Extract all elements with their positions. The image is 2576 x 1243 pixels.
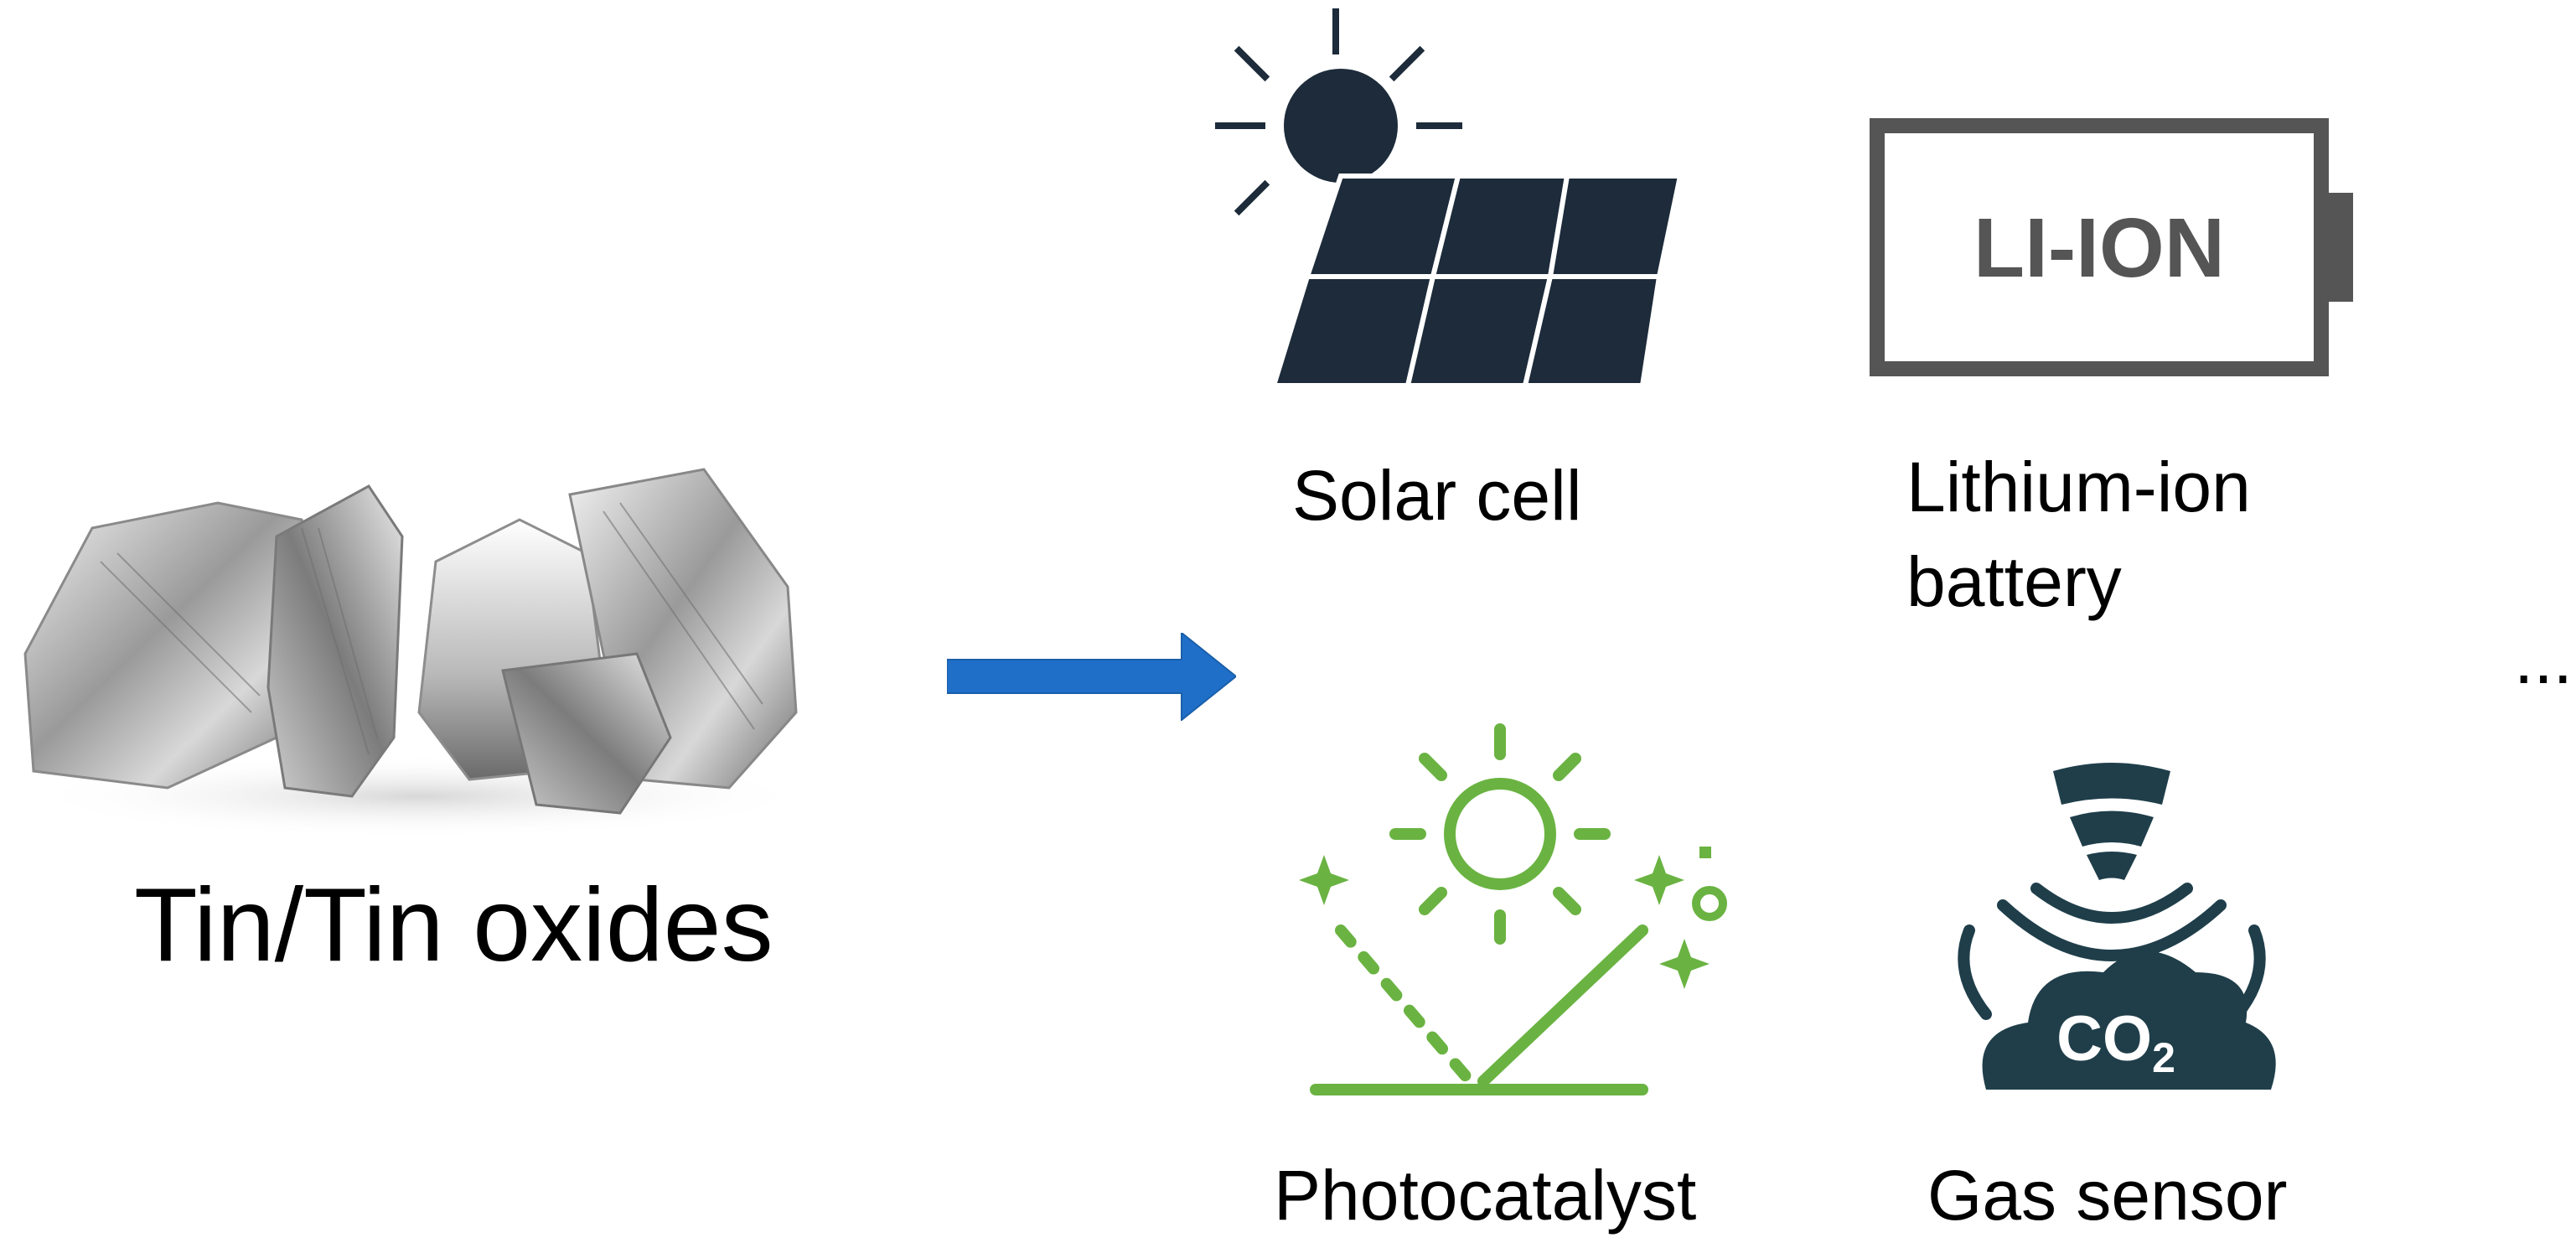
source-label: Tin/Tin oxides [134,868,773,983]
gas-sensor-icon: CO2 [1958,763,2276,1090]
lithium-ion-label-line2: battery [1906,542,2122,622]
lithium-ion-battery-label: Lithium-ion battery [1906,440,2251,630]
battery-text: LI-ION [1973,201,2225,295]
photocatalyst-label: Photocatalyst [1274,1156,1697,1235]
solar-cell-label: Solar cell [1292,456,1582,535]
gas-sensor-label: Gas sensor [1927,1156,2288,1235]
ellipsis: ... [2514,619,2573,698]
tin-metal-chunks-image [23,468,813,838]
photocatalyst-icon [1299,723,1727,1095]
gas-sensor-text: CO2 [2056,1003,2175,1081]
right-arrow-icon [947,633,1236,721]
battery-icon: LI-ION [1870,118,2353,376]
solar-panel-icon [1215,8,1684,388]
lithium-ion-label-line1: Lithium-ion [1906,448,2251,526]
